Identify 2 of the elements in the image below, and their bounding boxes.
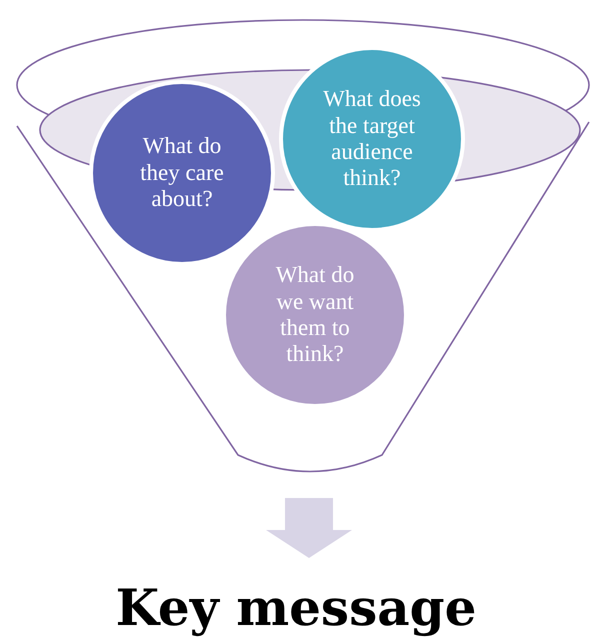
result-heading: Key message (100, 578, 492, 638)
block-arrow (266, 498, 352, 558)
